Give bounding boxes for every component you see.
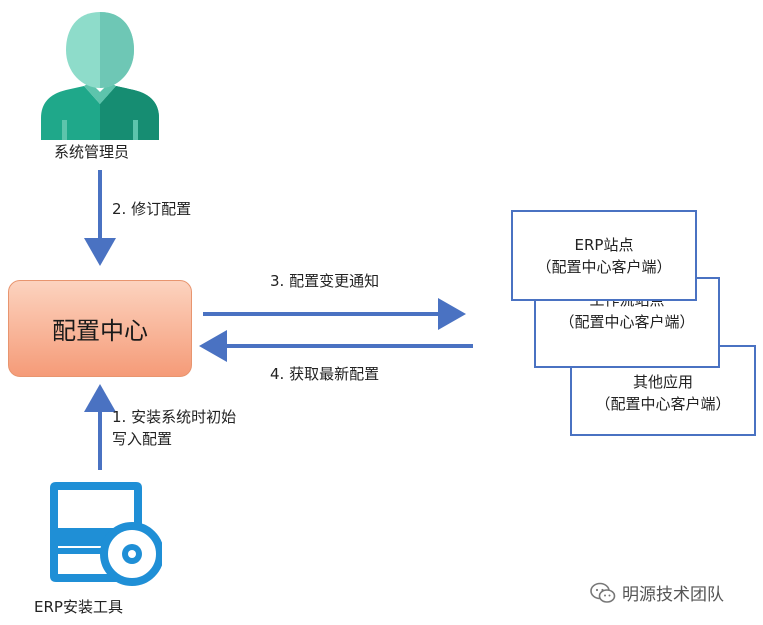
administrator-label: 系统管理员 xyxy=(54,143,130,161)
client-name: 其他应用 xyxy=(632,373,693,391)
installer-label: ERP安装工具 xyxy=(34,598,123,616)
edge-label-notify: 3. 配置变更通知 xyxy=(270,272,380,290)
watermark-text: 明源技术团队 xyxy=(622,585,724,605)
edge-label-install: 1. 安装系统时初始 写入配置 xyxy=(112,406,236,450)
client-name: ERP站点 xyxy=(574,235,634,254)
config-center-label: 配置中心 xyxy=(52,317,148,345)
installer-disc-icon xyxy=(50,482,162,586)
client-box-other-apps: 其他应用 （配置中心客户端） xyxy=(570,345,756,436)
config-center-node: 配置中心 xyxy=(8,280,192,377)
edge-label-install-line1: 1. 安装系统时初始 xyxy=(112,408,237,426)
administrator-icon xyxy=(41,12,159,140)
client-sub: （配置中心客户端） xyxy=(536,257,672,276)
client-sub: （配置中心客户端） xyxy=(595,395,731,413)
wechat-icon xyxy=(590,582,616,603)
client-sub: （配置中心客户端） xyxy=(559,313,695,331)
edge-label-revise: 2. 修订配置 xyxy=(112,200,192,218)
watermark: 明源技术团队 xyxy=(590,580,724,605)
edge-label-install-line2: 写入配置 xyxy=(112,430,173,448)
client-box-erp-site: ERP站点 （配置中心客户端） xyxy=(511,210,697,301)
edge-label-fetch: 4. 获取最新配置 xyxy=(270,365,380,383)
